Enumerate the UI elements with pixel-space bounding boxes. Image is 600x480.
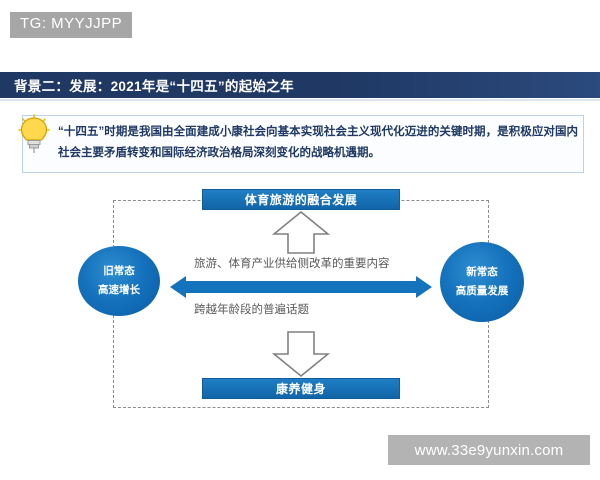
slide-title-bar: 背景二：发展：2021年是“十四五”的起始之年 <box>0 72 600 98</box>
ellipse-right-line2: 高质量发展 <box>455 285 509 297</box>
center-label-lower: 跨越年龄段的普遍话题 <box>194 304 309 316</box>
tg-watermark: TG: MYYJJPP <box>10 12 133 38</box>
banner-top: 体育旅游的融合发展 <box>202 189 400 210</box>
ellipse-left-line1: 旧常态 <box>103 265 135 277</box>
page-title: 背景二：发展：2021年是“十四五”的起始之年 <box>14 79 294 94</box>
banner-bottom: 康养健身 <box>202 378 400 399</box>
double-headed-arrow <box>170 276 432 298</box>
ellipse-old-normal: 旧常态 高速增长 <box>78 246 160 316</box>
site-url-watermark: www.33e9yunxin.com <box>388 435 590 465</box>
center-label-upper: 旅游、体育产业供给侧改革的重要内容 <box>194 258 390 270</box>
callout-text: “十四五”时期是我国由全面建成小康社会向基本实现社会主义现代化迈进的关键时期，是… <box>58 126 578 159</box>
ellipse-right-line1: 新常态 <box>466 266 498 278</box>
down-arrow-outline <box>272 331 330 378</box>
ellipse-left-line2: 高速增长 <box>98 284 140 296</box>
ellipse-new-normal: 新常态 高质量发展 <box>440 242 524 322</box>
diagram-container: 体育旅游的融合发展 康养健身 旧常态 高速增长 新常态 高质量发展 旅游、体育产… <box>0 180 600 410</box>
callout-box <box>22 115 584 173</box>
title-underline-divider <box>0 99 600 101</box>
up-arrow-outline <box>272 210 330 254</box>
lightbulb-icon <box>18 114 50 153</box>
